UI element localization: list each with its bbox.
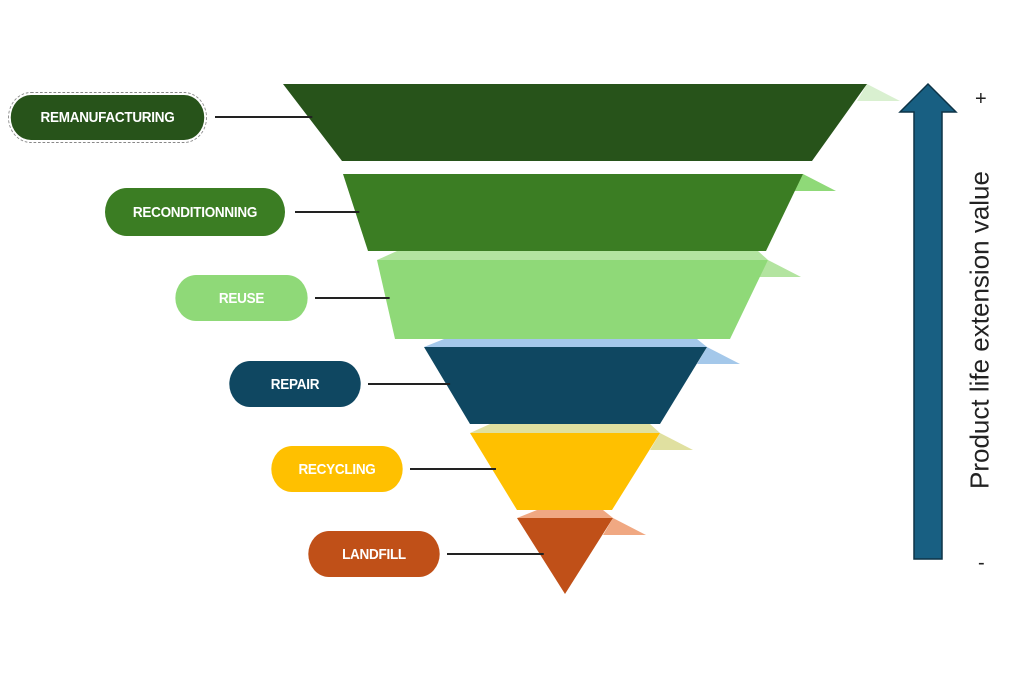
level-label-repair: REPAIR xyxy=(229,361,361,407)
funnel-strip xyxy=(517,510,613,518)
funnel-layer-landfill xyxy=(517,518,613,594)
funnel-strip xyxy=(470,424,660,433)
funnel-flap xyxy=(857,84,900,101)
up-arrow-icon xyxy=(898,82,958,560)
funnel-strip xyxy=(424,339,707,347)
level-label-remanufacturing: REMANUFACTURING xyxy=(8,92,207,143)
funnel-strip xyxy=(377,251,768,260)
axis-plus: + xyxy=(975,88,987,110)
funnel-layer-reconditionning xyxy=(343,174,803,251)
level-label-reconditionning: RECONDITIONNING xyxy=(105,188,285,236)
funnel-layer-reuse xyxy=(377,260,768,339)
funnel-layer-remanufacturing xyxy=(283,84,867,161)
level-label-landfill: LANDFILL xyxy=(308,531,440,577)
level-label-reuse: REUSE xyxy=(175,275,308,321)
funnel-layer-repair xyxy=(424,347,707,424)
funnel-layer-recycling xyxy=(470,433,660,510)
axis-label: Product life extension value xyxy=(964,171,995,489)
funnel-flap xyxy=(697,347,740,364)
funnel-flap xyxy=(650,433,693,450)
funnel-flap xyxy=(603,518,646,535)
funnel-flap xyxy=(793,174,836,191)
level-label-recycling: RECYCLING xyxy=(271,446,403,492)
axis-minus: - xyxy=(978,552,985,574)
funnel-flap xyxy=(758,260,801,277)
